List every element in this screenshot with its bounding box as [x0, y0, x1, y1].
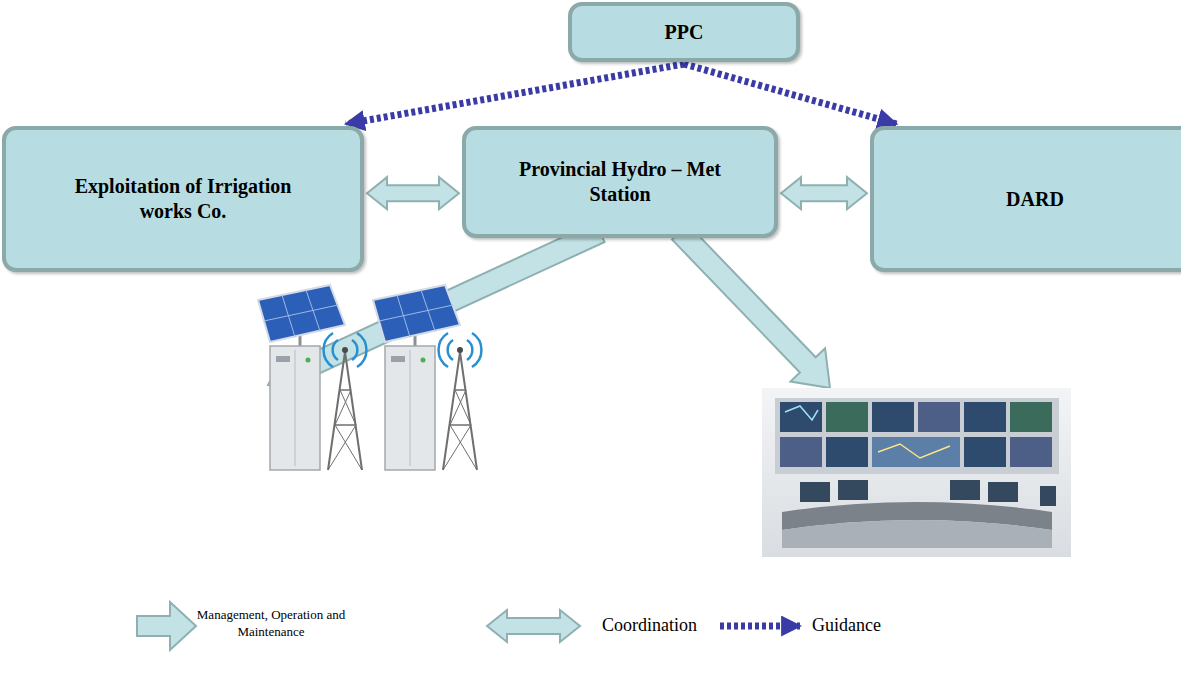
legend-label: Management, Operation and Maintenance	[196, 607, 346, 641]
legend-sample	[720, 623, 800, 630]
node-label: Exploitation of Irrigation works Co.	[73, 174, 293, 224]
process-box: Provincial Hydro – Met Station	[462, 126, 778, 238]
guidance-arrow	[346, 64, 684, 124]
automatic-station	[258, 285, 366, 470]
process-box: Exploitation of Irrigation works Co.	[2, 126, 364, 272]
legend-sample	[487, 610, 580, 642]
guidance-arrow	[684, 64, 896, 124]
legend-sample	[137, 602, 196, 650]
node-label: DARD	[1006, 187, 1064, 212]
process-box: PPC	[568, 2, 800, 62]
process-box: DARD	[870, 126, 1181, 272]
coordination-arrow	[781, 177, 867, 209]
control-room-picture	[762, 388, 1071, 557]
legend-label: Coordination	[602, 614, 697, 637]
management-arrow	[672, 224, 830, 388]
node-label: PPC	[665, 20, 704, 45]
legend-label: Guidance	[812, 614, 881, 637]
node-label: Provincial Hydro – Met Station	[505, 157, 735, 207]
coordination-arrow	[367, 177, 459, 209]
automatic-station	[373, 285, 481, 470]
